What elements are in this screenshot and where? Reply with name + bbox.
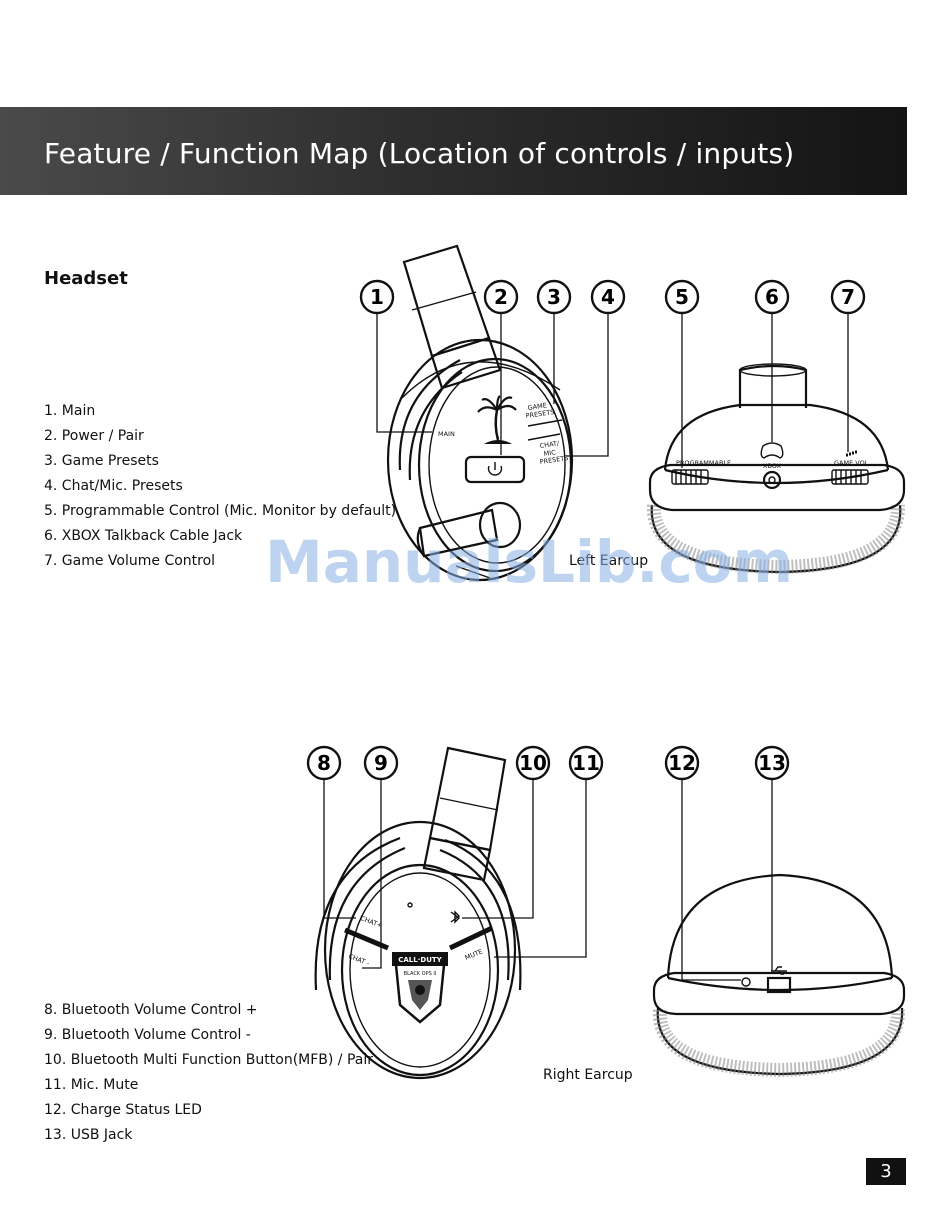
power-button[interactable] — [464, 455, 526, 484]
chat-minus-label: CHAT - — [347, 952, 371, 967]
callout-1: 1 — [359, 279, 395, 315]
callout-9: 9 — [363, 745, 399, 781]
chat-presets-label-3: PRESETS — [539, 454, 569, 466]
list-item: 6. XBOX Talkback Cable Jack — [44, 528, 243, 544]
game-vol-label: GAME VOL — [834, 459, 869, 467]
callout-4: 4 — [590, 279, 626, 315]
chat-presets-label-1: CHAT/ — [539, 439, 560, 450]
chat-presets-label-2: MIC — [543, 448, 557, 458]
emblem-text-1: CALL·DUTY — [398, 956, 442, 964]
svg-text:12: 12 — [668, 751, 696, 775]
xbox-controller-icon — [760, 442, 784, 459]
page-title: Feature / Function Map (Location of cont… — [44, 137, 795, 170]
bluetooth-icon — [450, 910, 461, 924]
palm-tree-logo-icon — [477, 395, 517, 444]
svg-text:7: 7 — [841, 285, 855, 309]
list-item: 13. USB Jack — [44, 1127, 133, 1143]
svg-text:8: 8 — [317, 751, 331, 775]
callout-5: 5 — [664, 279, 700, 315]
programmable-label: PROGRAMMABLE — [676, 459, 731, 467]
list-item: 4. Chat/Mic. Presets — [44, 478, 183, 494]
charge-status-led — [741, 977, 751, 987]
section-heading: Headset — [44, 268, 128, 289]
mute-label: MUTE — [464, 948, 484, 962]
xbox-talkback-jack[interactable] — [762, 470, 782, 490]
left-earcup-top-view: PROGRAMMABLE XBOX GAME VOL — [646, 363, 906, 575]
list-item: 12. Charge Status LED — [44, 1102, 202, 1118]
list-item: 10. Bluetooth Multi Function Button(MFB)… — [44, 1052, 374, 1068]
xbox-jack-label: XBOX — [763, 462, 781, 470]
page-number: 3 — [866, 1158, 906, 1185]
callout-3: 3 — [536, 279, 572, 315]
left-earcup-side-view: MAIN GAME PRESETS CHAT/ MIC PRESETS — [386, 244, 574, 582]
leader-lines — [323, 314, 849, 981]
list-item: 11. Mic. Mute — [44, 1077, 139, 1093]
callout-12: 12 — [664, 745, 700, 781]
right-earcup-caption: Right Earcup — [543, 1067, 633, 1083]
emblem-text-2: BLACK OPS II — [404, 971, 437, 977]
svg-text:11: 11 — [572, 751, 600, 775]
svg-text:10: 10 — [519, 751, 547, 775]
svg-text:1: 1 — [370, 285, 384, 309]
svg-text:13: 13 — [758, 751, 786, 775]
main-label: MAIN — [438, 430, 455, 438]
usb-jack[interactable] — [766, 976, 792, 994]
watermark: ManualsLib.com — [265, 528, 794, 596]
svg-text:5: 5 — [675, 285, 689, 309]
power-icon — [487, 462, 503, 476]
svg-text:4: 4 — [601, 285, 615, 309]
right-earcup-side-view: CHAT+ CHAT - MUTE CALL·DUTY BLACK OPS II — [314, 746, 522, 1080]
list-item: 5. Programmable Control (Mic. Monitor by… — [44, 503, 397, 519]
svg-text:2: 2 — [494, 285, 508, 309]
header-bar — [0, 107, 907, 195]
volume-bars-icon — [846, 450, 857, 457]
callout-2: 2 — [483, 279, 519, 315]
callout-11: 11 — [568, 745, 604, 781]
game-presets-label-1: GAME — [527, 401, 547, 412]
svg-text:9: 9 — [374, 751, 388, 775]
list-item: 3. Game Presets — [44, 453, 159, 469]
left-earcup-caption: Left Earcup — [569, 553, 649, 569]
list-item: 9. Bluetooth Volume Control - — [44, 1027, 251, 1043]
callout-10: 10 — [515, 745, 551, 781]
list-item: 7. Game Volume Control — [44, 553, 216, 569]
callout-8: 8 — [306, 745, 342, 781]
callout-13: 13 — [754, 745, 790, 781]
svg-text:6: 6 — [765, 285, 779, 309]
game-presets-label-2: PRESETS — [525, 408, 555, 420]
emblem-logo-icon: CALL·DUTY BLACK OPS II — [392, 952, 448, 1024]
callout-6: 6 — [754, 279, 790, 315]
chat-plus-label: CHAT+ — [359, 914, 383, 929]
list-item: 1. Main — [44, 403, 96, 419]
usb-icon — [771, 966, 787, 975]
svg-text:3: 3 — [547, 285, 561, 309]
list-item: 2. Power / Pair — [44, 428, 144, 444]
right-earcup-top-view — [652, 873, 906, 1078]
list-item: 8. Bluetooth Volume Control + — [44, 1002, 258, 1018]
callout-7: 7 — [830, 279, 866, 315]
